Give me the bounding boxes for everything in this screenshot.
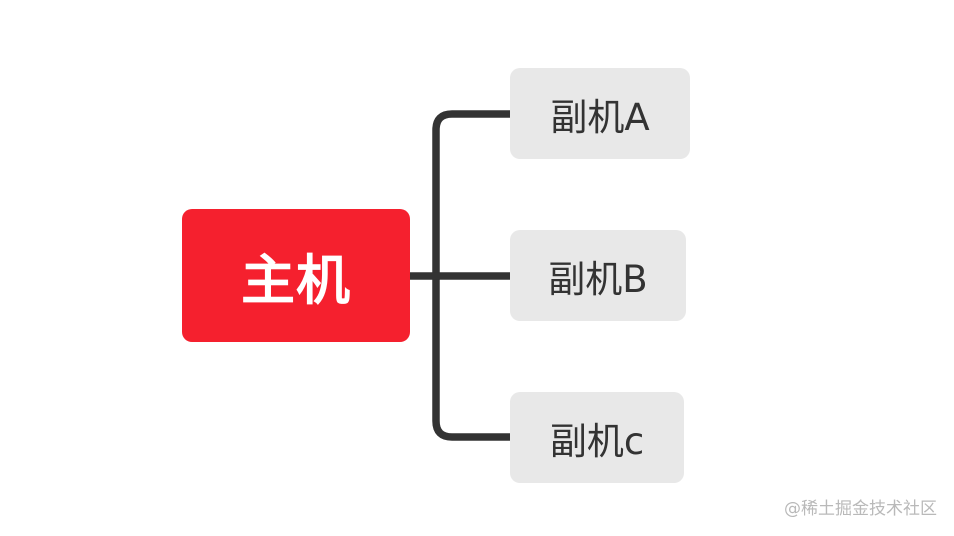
watermark: @稀土掘金技术社区: [784, 499, 937, 519]
child-node-c-label: 副机c: [549, 419, 645, 463]
child-node-a[interactable]: 副机A: [510, 68, 690, 159]
child-node-b-label: 副机B: [548, 257, 648, 301]
root-node-main-host[interactable]: 主机: [182, 209, 410, 342]
child-node-b[interactable]: 副机B: [510, 230, 686, 321]
child-node-a-label: 副机A: [550, 95, 650, 139]
child-node-c[interactable]: 副机c: [510, 392, 684, 483]
root-node-label: 主机: [241, 249, 351, 312]
